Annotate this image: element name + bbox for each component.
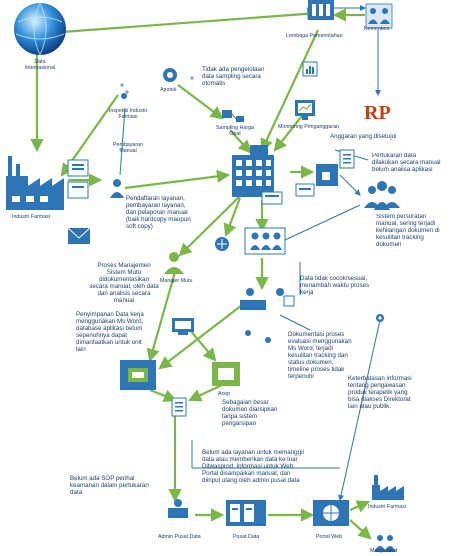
arrow-portal-to-masyarakat xyxy=(349,519,372,540)
arrow-computer-to-doc xyxy=(149,388,178,403)
arrow-globe-to-lembaga xyxy=(61,7,321,34)
meeting-group-icon xyxy=(244,227,286,255)
factory-icon-right xyxy=(372,475,404,500)
masyarakat-label: Masyarakat xyxy=(370,548,398,554)
note-sistem-persuratan: Sistem persuratan manual, sering terjadi… xyxy=(376,214,440,248)
arsip-label: Arsip xyxy=(218,391,231,397)
government-building-icon xyxy=(308,0,334,20)
arrow-hq-to-manajer xyxy=(178,195,241,257)
clipboard-icon xyxy=(261,191,283,205)
document-icon-center xyxy=(171,397,187,417)
people-icon-kemenkes xyxy=(365,3,393,29)
sampling-harga-obat-label: Sampling Harga Obat xyxy=(216,125,254,137)
document-icon-surat xyxy=(295,149,355,197)
lembaga-pemerintahan-label: Lembaga Pemerintahan xyxy=(286,33,343,39)
note-keterbatasan: Keterbatasan informasi tentang pengawasa… xyxy=(348,375,412,410)
factory-icon-left xyxy=(6,156,64,210)
manager-person-icon xyxy=(164,252,184,274)
globe-icon xyxy=(14,2,66,56)
admin-pusat-data-label: Admin Pusat Data xyxy=(158,534,201,540)
data-internasional-label: Data Internasional xyxy=(24,59,56,71)
pusat-data-label: Pusat Data xyxy=(233,534,260,540)
note-proses-manajemen: Proses Manajemen Sistem Mutu didokumenta… xyxy=(89,262,159,304)
arrow-surat-to-sistem xyxy=(339,174,361,196)
blue-link-lines xyxy=(119,5,381,501)
admin-person-icon xyxy=(168,499,188,518)
headquarters-building-icon xyxy=(232,145,274,197)
pembayaran-manual-label: Pembayaran Manual xyxy=(112,142,144,154)
arrow-pendaftaran-to-hq xyxy=(124,169,231,190)
archive-icon xyxy=(212,362,240,386)
arrow-pc-to-arsip xyxy=(189,329,217,362)
note-data-tidak-cocok: Data tidak cocok/sesuai, menambah waktu … xyxy=(300,275,370,296)
flowchart-icon-sampling xyxy=(222,110,244,122)
gear-icon-mid xyxy=(376,314,384,322)
person-icon-mid xyxy=(245,330,271,343)
people-icon-masyarakat xyxy=(374,535,396,552)
monitoring-penganggaran-label: Monitoring Penganggaran xyxy=(278,124,339,130)
note-pendaftaran: Pendaftaran layanan, pembayaran layanan,… xyxy=(126,195,191,230)
gear-icon-apotek xyxy=(163,68,177,82)
note-penyimpanan-data: Penyimpanan Data kerja menggunakan Ms Wo… xyxy=(76,311,144,353)
industri-farmasi-left-label: Industri Farmasi xyxy=(12,214,50,220)
line-evaluator-to-notes xyxy=(279,314,311,331)
note-pertukaran-data: Pertukaran data dilakukan secara manual … xyxy=(372,153,441,173)
anggaran-label: Anggaran yang disetujui xyxy=(330,133,397,140)
portal-web-label: Portal Web xyxy=(316,534,343,540)
arrow-manajer-to-computer xyxy=(146,271,177,363)
apotek-label: Apotek xyxy=(160,87,177,93)
inspeksi-industri-label: Inspeksi Industri Farmasi xyxy=(108,108,148,120)
person-icon-inspeksi xyxy=(121,93,127,99)
arrow-monitoring-to-hq xyxy=(273,111,306,152)
arrow-evaluator-to-computer xyxy=(158,304,243,370)
arrow-lembaga-to-hq xyxy=(260,29,319,152)
note-tidak-ada-pengelolaan: Tidak ada pengelolaan data sampling seca… xyxy=(202,66,265,87)
green-flow-arrows xyxy=(30,7,372,540)
arrow-sampling-to-hq xyxy=(229,129,252,154)
database-monitor-icon xyxy=(120,360,156,390)
anggaran-logo: RP xyxy=(364,102,391,124)
kemenkes-label: Kemenkes xyxy=(364,26,390,32)
arrow-sistem-to-meeting xyxy=(284,204,361,241)
arrow-portal-to-industri xyxy=(349,500,371,513)
arrow-hq-to-sitemap xyxy=(223,197,242,238)
monitor-chart-icon xyxy=(295,100,315,120)
web-portal-icon xyxy=(313,500,349,526)
industri-farmasi-right-label: Industri Farmasi xyxy=(368,504,406,510)
line-keterbatasan xyxy=(338,319,381,501)
line-inspeksi-to-pendaftaran xyxy=(119,107,126,176)
manajer-mutu-label: Manajer Mutu xyxy=(160,278,193,284)
sitemap-icon xyxy=(215,237,229,251)
team-icon-sistem xyxy=(364,181,400,210)
note-dokumentasi-proses: Dokumentasi proses evaluasi menggunakan … xyxy=(288,331,352,380)
arrow-arsip-to-doc xyxy=(188,384,223,402)
sparkle-icon xyxy=(120,76,194,94)
evaluator-desk-icon xyxy=(240,288,295,310)
note-belum-ada-layanan: Belum ada layanan untuk memanggil data a… xyxy=(202,449,304,484)
document-stack-icon xyxy=(67,159,91,244)
bar-chart-icon xyxy=(302,61,318,77)
note-sebagaian-besar: Sebagaian besar dokumen diarsipkan tanpa… xyxy=(222,399,278,427)
computer-icon-left xyxy=(172,318,194,335)
person-icon-pendaftaran xyxy=(110,179,124,198)
data-center-icon xyxy=(226,500,266,526)
arrow-apotek-to-sampling xyxy=(177,84,224,120)
note-belum-ada-sop: Belum ada SOP perihal keamanan dalam per… xyxy=(70,475,149,496)
